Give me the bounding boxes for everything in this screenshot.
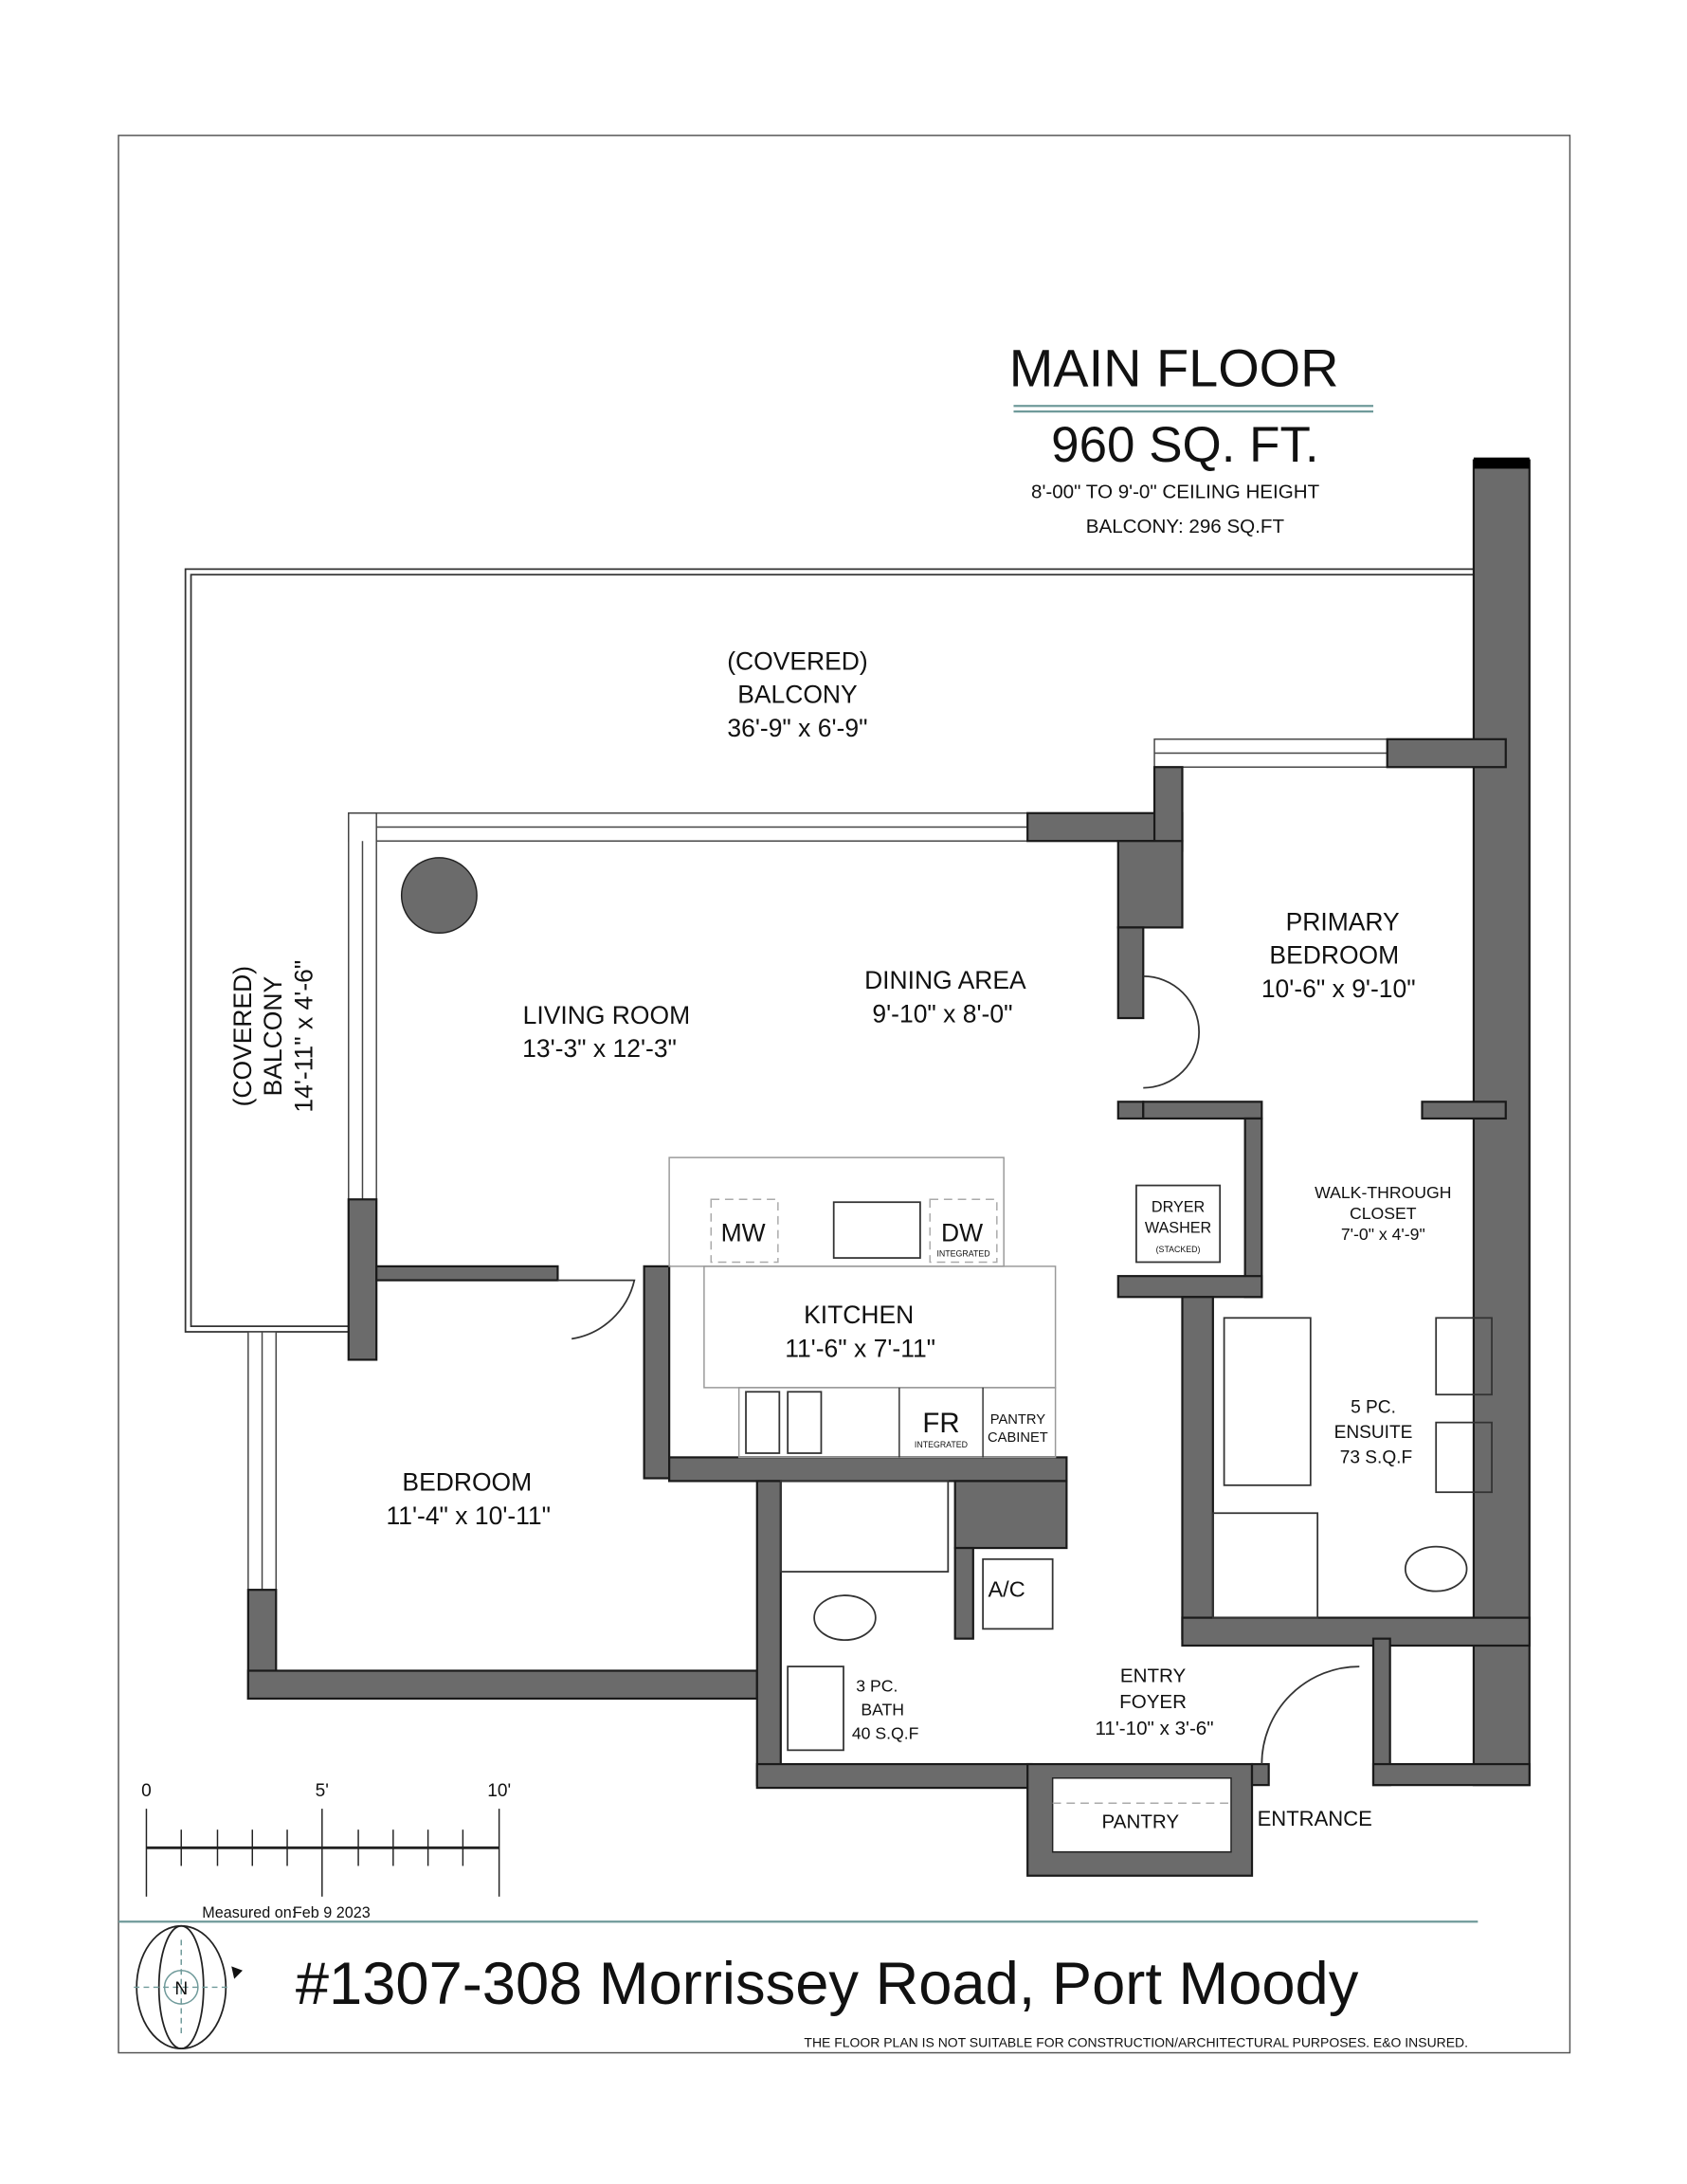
foyer-label: ENTRY [1120, 1665, 1187, 1686]
shower-icon [779, 1480, 950, 1573]
balcony-area: BALCONY: 296 SQ.FT [1086, 516, 1285, 537]
ensuite-label: 5 PC. [1351, 1397, 1396, 1417]
header-block: MAIN FLOOR 960 SQ. FT. 8'-00" TO 9'-0" C… [1009, 338, 1374, 537]
bath-label: BATH [861, 1701, 904, 1720]
cooktop-icon [745, 1391, 781, 1454]
living-room-dim: 13'-3" x 12'-3" [522, 1034, 677, 1063]
fridge-label: FR [922, 1408, 959, 1439]
bath-area: 40 S.Q.F [852, 1724, 919, 1743]
balcony-dim: 36'-9" x 6'-9" [727, 714, 867, 742]
floor-area: 960 SQ. FT. [1051, 417, 1318, 473]
laundry-label: (STACKED) [1156, 1245, 1201, 1254]
toilet-icon [1404, 1545, 1468, 1592]
pantry-cabinet-label: PANTRY [990, 1412, 1045, 1428]
entry-door-swing [1261, 1665, 1360, 1765]
ensuite-area: 73 S.Q.F [1340, 1447, 1412, 1467]
kitchen-dim: 11'-6" x 7'-11" [785, 1335, 935, 1363]
scale-label: 10' [487, 1781, 511, 1801]
pantry-label: PANTRY [1102, 1811, 1180, 1833]
page-frame [118, 135, 1571, 2054]
dishwasher-label: DW [941, 1218, 983, 1247]
floor-title: MAIN FLOOR [1009, 338, 1339, 398]
disclaimer: THE FLOOR PLAN IS NOT SUITABLE FOR CONST… [804, 2035, 1468, 2050]
pantry-cabinet-label: CABINET [988, 1430, 1048, 1446]
toilet-icon [813, 1594, 877, 1642]
living-room-label: LIVING ROOM [523, 1001, 690, 1029]
closet-label: WALK-THROUGH [1315, 1183, 1451, 1202]
primary-bedroom-label: PRIMARY [1286, 907, 1400, 936]
compass-north: N [174, 1979, 188, 1999]
room-labels: (COVERED) BALCONY 36'-9" x 6'-9" (COVERE… [228, 646, 1452, 1832]
balcony-label: BALCONY [737, 681, 858, 709]
microwave-label: MW [721, 1218, 766, 1247]
balcony-label: (COVERED) [727, 646, 868, 675]
bath-label: 3 PC. [856, 1677, 898, 1696]
property-address: #1307-308 Morrissey Road, Port Moody [296, 1951, 1359, 2017]
windows [247, 738, 1388, 1591]
fridge-sub: INTEGRATED [915, 1440, 968, 1449]
scale-label: 0 [141, 1781, 152, 1801]
side-balcony-label: (COVERED) [228, 966, 257, 1107]
closet-dim: 7'-0" x 4'-9" [1341, 1225, 1425, 1244]
dishwasher-sub: INTEGRATED [936, 1249, 989, 1259]
column-icon [400, 857, 478, 935]
primary-bedroom-label: BEDROOM [1269, 941, 1399, 970]
measured-date: Feb 9 2023 [293, 1904, 371, 1921]
foyer-dim: 11'-10" x 3'-6" [1096, 1718, 1214, 1739]
laundry-label: DRYER [1152, 1199, 1205, 1216]
measured-label: Measured on: [202, 1904, 296, 1921]
door-swing [557, 1279, 636, 1340]
scale-bar: 0 5' 10' Measured on: Feb 9 2023 [141, 1781, 511, 1921]
vanity-sink-icon [1435, 1421, 1493, 1494]
entrance-label: ENTRANCE [1258, 1807, 1372, 1830]
dining-label: DINING AREA [864, 966, 1026, 994]
bath-sink-icon [787, 1665, 844, 1752]
kitchen-label: KITCHEN [804, 1301, 914, 1329]
fixtures [400, 857, 1493, 1804]
washer-dryer-icon [1135, 1184, 1222, 1264]
side-balcony-dim: 14'-11" x 4'-6" [290, 960, 318, 1113]
bathtub-icon [1223, 1317, 1312, 1486]
compass-icon: N [134, 1924, 243, 2050]
ensuite-label: ENSUITE [1334, 1423, 1413, 1443]
closet-label: CLOSET [1350, 1204, 1417, 1223]
dining-dim: 9'-10" x 8'-0" [872, 999, 1012, 1028]
vanity-sink-icon [1435, 1317, 1493, 1396]
ac-unit [982, 1557, 1054, 1630]
bedroom-label: BEDROOM [402, 1468, 532, 1497]
scale-label: 5' [316, 1781, 329, 1801]
bedroom-dim: 11'-4" x 10'-11" [386, 1502, 551, 1530]
walls [246, 457, 1531, 1877]
door-swing [1143, 975, 1200, 1089]
primary-bedroom-dim: 10'-6" x 9'-10" [1261, 974, 1416, 1003]
sink-icon [832, 1201, 921, 1259]
shower-icon [1211, 1512, 1319, 1619]
ceiling-height: 8'-00" TO 9'-0" CEILING HEIGHT [1031, 481, 1320, 502]
side-balcony-label: BALCONY [259, 976, 287, 1097]
foyer-label: FOYER [1119, 1691, 1187, 1713]
laundry-label: WASHER [1145, 1220, 1211, 1237]
ac-label: A/C [989, 1577, 1025, 1602]
